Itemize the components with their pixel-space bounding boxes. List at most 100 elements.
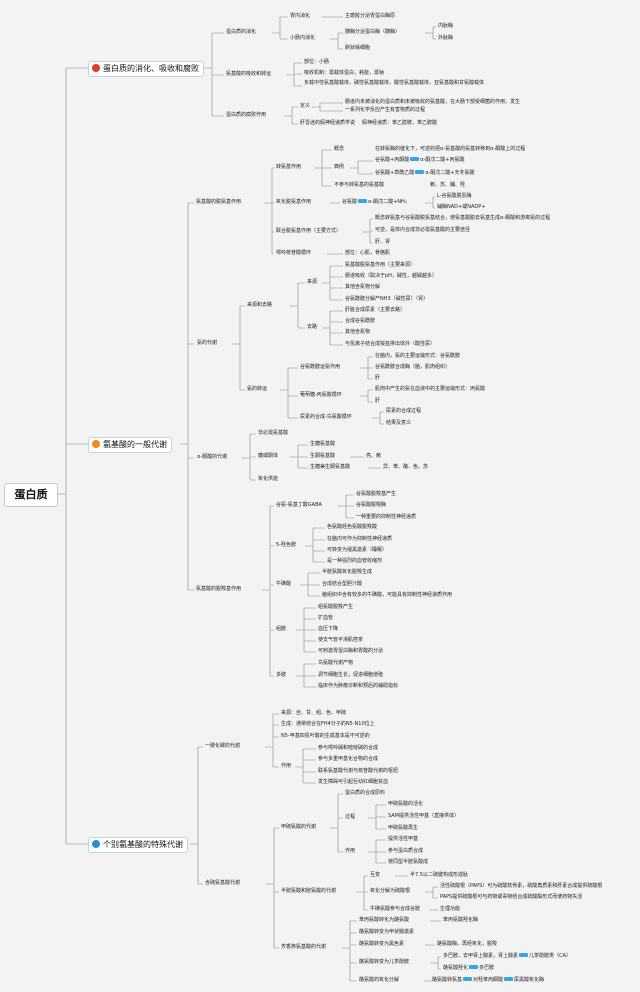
node-concept[interactable]: 概念 <box>334 146 345 152</box>
node-source-3[interactable]: 其他含氮物分解 <box>345 284 381 290</box>
node-one-carbon-irreversible[interactable]: N5-甲基四氢叶酸的生成基本是不可逆的 <box>281 733 370 739</box>
node-intestine-digestion[interactable]: 小肠内消化 <box>290 35 316 41</box>
node-urea-1[interactable]: 尿素的合成过程 <box>386 408 422 414</box>
node-one-carbon-source[interactable]: 来源：丝、甘、组、色、甲硫 <box>281 710 347 716</box>
node-melanin-detail[interactable]: 酪氨酸酶，再经氧化，脱羧 <box>437 941 498 947</box>
node-histamine-2[interactable]: 扩血管 <box>318 615 334 621</box>
node-aromatic[interactable]: 芳香族氨基酸的代谢 <box>281 944 327 950</box>
root-topic[interactable]: 蛋白质 <box>4 483 58 507</box>
node-serotonin-3[interactable]: 可转变为褪黑激素（睡眠） <box>327 547 388 553</box>
node-both-genic-detail[interactable]: 异、苯、酪、色、苏 <box>383 464 429 470</box>
node-protein-digestion[interactable]: 蛋白质的消化 <box>226 29 257 35</box>
section-special-metabolism[interactable]: 个别氨基酸的特殊代谢 <box>88 837 188 853</box>
node-glutamine-1[interactable]: 在脑内，氨的主要运输形式：谷氨酰胺 <box>375 353 461 359</box>
node-glutamate-dehydrogenase[interactable]: L-谷氨酸脱氢酶 <box>437 193 472 199</box>
node-one-carbon-role-4[interactable]: 发生障碍可引起巨幼红细胞贫血 <box>318 779 389 785</box>
node-histamine-3[interactable]: 血压下降 <box>318 626 339 632</box>
node-serotonin-1[interactable]: 色氨酸经色氨酸脱羧酸 <box>327 524 378 530</box>
node-non-transaminating-detail[interactable]: 赖、苏、脯、羟 <box>430 182 466 188</box>
node-source-1[interactable]: 氨基酸脱氨基作用（主要来源） <box>345 262 416 268</box>
node-definition-line1[interactable]: 肠道内未被消化的蛋白质和未被吸收的氨基酸，在大肠下部受细菌的作用，发生 <box>345 99 521 105</box>
node-sources[interactable]: 来源 <box>307 279 318 285</box>
node-histamine-4[interactable]: 使支气管平滑肌痉挛 <box>318 637 364 643</box>
node-stomach-digestion[interactable]: 胃内消化 <box>290 13 311 19</box>
section-digestion[interactable]: 蛋白质的消化、吸收和腐败 <box>88 61 204 77</box>
node-alanine-2[interactable]: 肝 <box>375 398 381 404</box>
node-tyrosine-catabolism[interactable]: 酪氨酸的氧化分解 <box>359 977 400 983</box>
node-sulfur-metabolism[interactable]: 含硫氨基酸代谢 <box>205 880 241 886</box>
node-endopeptidase[interactable]: 内肽酶 <box>438 23 454 29</box>
node-physiological[interactable]: 生理功能 <box>440 906 461 912</box>
node-false-neurotransmitter-detail[interactable]: 假神经递质：苯乙醇胺，苯乙胺酸 <box>362 120 438 126</box>
node-interconversion[interactable]: 互变 <box>370 872 381 878</box>
node-non-transaminating[interactable]: 不参与转氨基的氨基酸 <box>334 182 385 188</box>
node-histamine[interactable]: 组胺 <box>276 626 287 632</box>
node-purine-cycle[interactable]: 嘌呤核苷酸循环 <box>276 250 312 256</box>
node-methionine-regen[interactable]: 甲硫氨酸再生 <box>388 825 419 831</box>
node-definition[interactable]: 定义 <box>300 103 311 109</box>
node-one-carbon[interactable]: 一碳化碳的代谢 <box>205 743 241 749</box>
node-gaba[interactable]: 谷氨-氨基丁酸GABA <box>276 502 322 508</box>
node-melanin[interactable]: 酪氨酸转变为黑色素 <box>359 941 405 947</box>
node-one-carbon-role-3[interactable]: 联系氨基酸代谢与核苷酸代谢的枢纽 <box>318 768 399 774</box>
node-fates[interactable]: 去路 <box>307 324 318 330</box>
node-paps-1[interactable]: 活性硫酸根（PAPS）可为硫酸软骨素，硫酸角质素和肝素合成提供硫酸根 <box>440 883 603 889</box>
node-oxidative-energy[interactable]: 氧化供能 <box>258 476 279 482</box>
node-keto-nonessential[interactable]: 非必需氨基酸 <box>258 430 289 436</box>
node-source-4[interactable]: 谷氨酰胺分解产NH3（碱性尿）（肾） <box>345 296 429 302</box>
node-thyroid[interactable]: 酪氨酸转变为甲状腺激素 <box>359 929 415 935</box>
node-fate-2[interactable]: 合成谷氨酰胺 <box>345 318 376 324</box>
node-glutamine-transport[interactable]: 谷氨酰胺运氨作用 <box>300 364 341 370</box>
node-methionine-1[interactable]: 蛋白质的合成原料 <box>345 790 386 796</box>
node-oxidative-deamination[interactable]: 氧化脱氨基作用 <box>276 199 312 205</box>
node-histamine-1[interactable]: 组氨酸脱羧产生 <box>318 604 354 610</box>
node-phe-hydroxylase[interactable]: 苯丙氨酸羟化酶 <box>443 917 479 923</box>
node-cysteine[interactable]: 半胱氨酸和胱氨酸的代谢 <box>281 888 337 894</box>
node-false-neurotransmitter[interactable]: 肝昏迷的假神经递质学说 <box>300 120 356 126</box>
node-glutamine-2[interactable]: 谷氨酰胺合成酶（脑，肌肉组织） <box>375 364 451 370</box>
node-fate-1[interactable]: 肝脏合成尿素（主要去路） <box>345 307 406 313</box>
node-glutamine-3[interactable]: 肝 <box>375 375 381 381</box>
node-methionine-activation[interactable]: 甲硫氨酸的活化 <box>388 801 424 807</box>
node-keto-sugar-ketone[interactable]: 糖或酮体 <box>258 453 279 459</box>
node-one-carbon-role-1[interactable]: 参与嘌呤碱和嘧啶碱的合成 <box>318 745 379 751</box>
node-serotonin[interactable]: 5-羟色胺 <box>276 542 296 548</box>
node-phe-to-tyr[interactable]: 苯丙氨酸转化为酪氨酸 <box>359 917 410 923</box>
node-interconversion-detail[interactable]: 半7.5以二硫键构成形成肽 <box>410 872 468 878</box>
node-one-carbon-role-2[interactable]: 参与多重甲基化合物的合成 <box>318 756 379 762</box>
node-exopeptidase[interactable]: 外肽酶 <box>438 35 454 41</box>
node-decarboxylation[interactable]: 氨基酸的脱羧基作用 <box>196 586 242 592</box>
node-absorption[interactable]: 氨基酸的吸收和转运 <box>226 71 272 77</box>
node-polyamine-2[interactable]: 调节细胞生长，促进细胞增殖 <box>318 672 384 678</box>
node-methionine-role-3[interactable]: 使同型半胱氨酸成 <box>388 859 429 865</box>
node-putrefaction[interactable]: 蛋白质的腐败作用 <box>226 112 267 118</box>
node-source-2[interactable]: 肠道吸收（取决于pH，碱性，越碱越多） <box>345 273 437 279</box>
node-fate-3[interactable]: 其他含氮物 <box>345 329 371 335</box>
node-combined-concept[interactable]: 概念转氨基与谷氨酸脱氨基结合，使氨基酸脱去氨基生成α-酮酸和游离氨的过程 <box>375 215 551 221</box>
node-deamination[interactable]: 氨基酸的脱氨基作用 <box>196 199 242 205</box>
node-methionine-role-2[interactable]: 参与蛋白质合成 <box>388 848 424 854</box>
node-polyamine[interactable]: 多胺 <box>276 672 287 678</box>
node-pancreas-enzymes[interactable]: 胰酶分泌蛋白酶（胰酶） <box>345 29 401 35</box>
node-purine-cycle-sites[interactable]: 部位：心肌，骨骼肌 <box>345 250 391 256</box>
node-coenzyme[interactable]: 辅酶NAD+或NADP+ <box>437 204 486 210</box>
node-urea-2[interactable]: 结果及意义 <box>386 420 412 426</box>
node-polyamine-1[interactable]: 鸟氨酸代谢产物 <box>318 660 354 666</box>
node-gaba-1[interactable]: 谷氨酸脱羧基产生 <box>356 491 397 497</box>
section-general-metabolism[interactable]: 氨基酸的一般代谢 <box>88 437 172 453</box>
node-methionine-role-1[interactable]: 提供活性甲基 <box>388 836 419 842</box>
node-urea-cycle[interactable]: 尿素的合成-鸟氨酸循环 <box>300 414 352 420</box>
node-both-genic[interactable]: 生糖兼生酮氨基酸 <box>310 464 351 470</box>
node-catecholamine[interactable]: 酪氨酸转变为儿茶酚胺 <box>359 959 410 965</box>
node-stomach-detail[interactable]: 主磨胶分泌胃蛋白酶原 <box>345 13 396 19</box>
node-taurine-3[interactable]: 脑组织中含有较多的牛磺酸，可能具有抑制性神经递质作用 <box>322 592 453 598</box>
node-paps-2[interactable]: PAPS提供硫酸根可与药物或毒物结合成硫酸酯形式而使药物失活 <box>440 894 583 900</box>
node-absorption-mechanism[interactable]: 吸收机制：需载体蛋白，耗能，需钠 <box>304 70 385 76</box>
node-concept-detail[interactable]: 在转氨酶的催化下，可逆的把α-氨基酸的氨基转移到α-酮酸上的过程 <box>375 146 526 152</box>
node-gaba-2[interactable]: 谷氨酸脱羧酶 <box>356 502 387 508</box>
node-fate-4[interactable]: 与氢离子结合成铵盐排出体外（酸性尿） <box>345 341 436 347</box>
node-alanine-cycle[interactable]: 葡萄糖-丙氨酸循环 <box>300 392 342 398</box>
node-serotonin-4[interactable]: 是一种强烈的血管收缩剂 <box>327 558 383 564</box>
node-transamination[interactable]: 转氨基作用 <box>276 164 302 170</box>
